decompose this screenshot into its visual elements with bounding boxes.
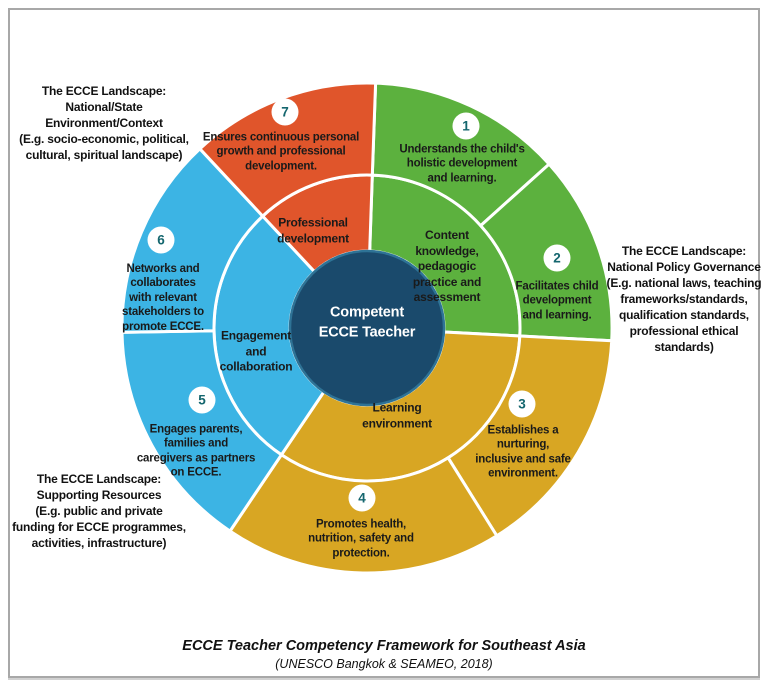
inner-segment-professional-development-label: Professional development	[277, 215, 349, 245]
outer-segment-4-label: Promotes health, nutrition, safety and p…	[308, 518, 414, 560]
segment-7-number-badge: 7	[271, 98, 299, 126]
landscape-label-national-policy-governance: The ECCE Landscape: National Policy Gove…	[606, 244, 762, 354]
center-circle	[288, 249, 446, 407]
outer-segment-7-label: Ensures continuous personal growth and p…	[202, 131, 360, 173]
caption-title: ECCE Teacher Competency Framework for So…	[182, 638, 586, 654]
outer-segment-5-label: Engages parents, families and caregivers…	[136, 423, 256, 479]
segment-1-number-badge: 1	[452, 112, 480, 140]
inner-segment-engagement-collaboration-label: Engagement and collaboration	[219, 328, 293, 374]
segment-4-number-badge: 4	[348, 484, 376, 512]
outer-segment-1-label: Understands the child's holistic develop…	[399, 143, 525, 185]
landscape-label-national-state-environment: The ECCE Landscape: National/State Envir…	[19, 84, 189, 162]
diagram-caption: ECCE Teacher Competency Framework for So…	[0, 637, 768, 672]
diagram-border-frame	[8, 8, 760, 678]
outer-segment-6-label: Networks and collaborates with relevant …	[122, 263, 204, 333]
segment-2-number-badge: 2	[543, 244, 571, 272]
center-circle-label: Competent ECCE Taecher	[318, 304, 416, 340]
outer-segment-2-label: Facilitates child development and learni…	[515, 280, 599, 322]
landscape-label-supporting-resources: The ECCE Landscape: Supporting Resources…	[12, 472, 186, 550]
outer-segment-3-label: Establishes a nurturing, inclusive and s…	[475, 424, 571, 480]
inner-segment-content-knowledge-label: Content knowledge, pedagogic practice an…	[412, 228, 482, 305]
segment-6-number-badge: 6	[147, 226, 175, 254]
outer-segment-7-wedge	[198, 81, 378, 218]
segment-3-number-badge: 3	[508, 390, 536, 418]
inner-segment-learning-environment-label: Learning environment	[362, 400, 432, 430]
segment-5-number-badge: 5	[188, 386, 216, 414]
caption-source: (UNESCO Bangkok & SEAMEO, 2018)	[275, 656, 493, 671]
